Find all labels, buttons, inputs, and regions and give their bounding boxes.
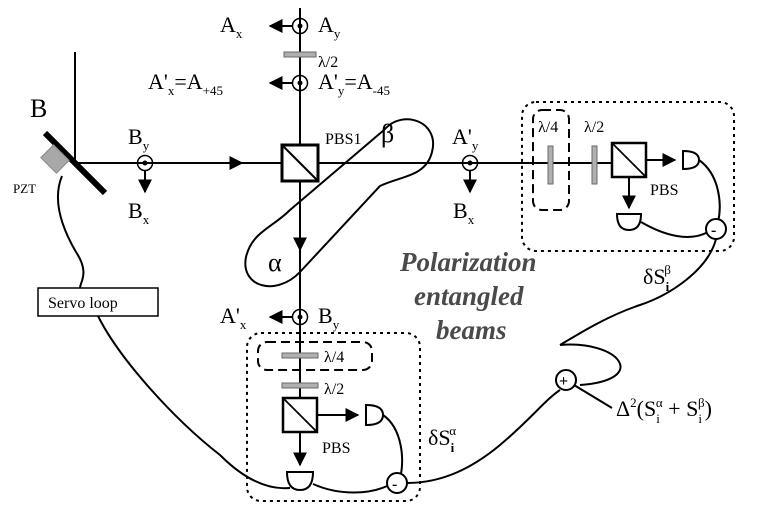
quarter-waveplate-bottom	[281, 352, 319, 359]
b-y-left-label: By	[128, 124, 150, 153]
polarization-marker-a-prime-y	[291, 74, 309, 92]
wire-detector-b2-to-subtractor	[312, 483, 388, 494]
detector-bottom-2	[285, 471, 315, 492]
wire-detector-b1-to-subtractor	[382, 414, 404, 479]
pbs-bottom-cube	[281, 396, 319, 434]
wire-adder-to-output	[573, 384, 613, 409]
polarization-marker-a-y	[291, 17, 309, 35]
pbs1-cube	[280, 143, 320, 183]
wire-detector-2-to-subtractor	[640, 221, 709, 238]
b-y-bottom-label: By	[318, 303, 340, 332]
detector-right-2	[615, 213, 643, 232]
polarization-marker-a-prime-y-right	[461, 154, 479, 172]
detection-box-alpha	[246, 332, 421, 502]
polarization-marker-b-y-bottom	[291, 308, 309, 326]
subtractor-beta: -	[705, 218, 727, 240]
a-y-label: Ay	[318, 12, 341, 41]
a-prime-x-bottom-label: A'x	[220, 303, 247, 332]
svg-text:-: -	[392, 476, 397, 493]
wire-adder-in	[559, 343, 622, 386]
delta-s-alpha-label: δSiα	[428, 423, 456, 455]
detector-right-1	[682, 149, 701, 171]
pzt-block	[40, 144, 70, 174]
wire-beta-to-adder	[559, 238, 717, 346]
wire-detector-1-to-subtractor	[698, 159, 721, 223]
variance-output-label: Δ2(Siα + Siβ)	[616, 395, 712, 426]
b-x-right-label: Bx	[453, 198, 475, 227]
svg-text:-: -	[711, 222, 716, 239]
a-x-label: Ax	[220, 12, 243, 41]
half-waveplate-bottom	[281, 382, 319, 389]
svg-text:+: +	[559, 373, 568, 390]
quarter-waveplate-bottom-frame	[257, 341, 373, 371]
polarization-marker-b-y-left	[136, 154, 154, 172]
b-x-left-label: Bx	[128, 198, 150, 227]
a-prime-x-equation: A'x=A+45	[148, 69, 223, 98]
wire-servo-to-detector	[97, 315, 291, 490]
subtractor-alpha: -	[386, 472, 408, 494]
polarization-entangled-line1: Polarization	[399, 247, 537, 277]
half-wave-right-label: λ/2	[584, 119, 604, 136]
adder-node: +	[555, 369, 577, 391]
a-prime-y-equation: A'y=A-45	[318, 69, 390, 98]
pbs-bottom-label: PBS	[322, 440, 350, 457]
a-prime-y-right-label: A'y	[452, 124, 479, 153]
servo-loop-box[interactable]	[37, 287, 159, 317]
quarter-waveplate-right	[547, 145, 554, 185]
pbs1-label: PBS1	[325, 131, 361, 148]
half-wave-top-label: λ/2	[318, 54, 338, 71]
beta-label: β	[381, 119, 394, 148]
polarization-entangled-line3: beams	[436, 315, 507, 345]
detector-bottom-1	[365, 403, 385, 427]
half-waveplate-right	[591, 145, 598, 185]
half-wave-bottom-label: λ/2	[324, 381, 344, 398]
pbs-right-label: PBS	[650, 182, 678, 199]
quarter-wave-bottom-label: λ/4	[324, 349, 344, 366]
wire-pzt-to-servo	[56, 175, 85, 289]
delta-s-beta-label: δSiβ	[643, 262, 671, 294]
half-waveplate-top	[283, 51, 317, 58]
pzt-label: PZT	[13, 181, 36, 196]
detection-box-beta	[521, 101, 735, 252]
quarter-waveplate-right-frame	[532, 109, 570, 211]
servo-loop-label: Servo loop	[48, 295, 118, 312]
polarization-entangled-line2: entangled	[414, 281, 524, 311]
mirror-b	[42, 130, 108, 196]
entanglement-loop-alpha-beta	[244, 118, 435, 288]
wire-alpha-to-adder	[406, 389, 561, 484]
mirror-label: B	[30, 94, 47, 123]
alpha-label: α	[268, 248, 282, 277]
pbs-right-cube	[610, 141, 648, 179]
quarter-wave-right-label: λ/4	[538, 119, 558, 136]
